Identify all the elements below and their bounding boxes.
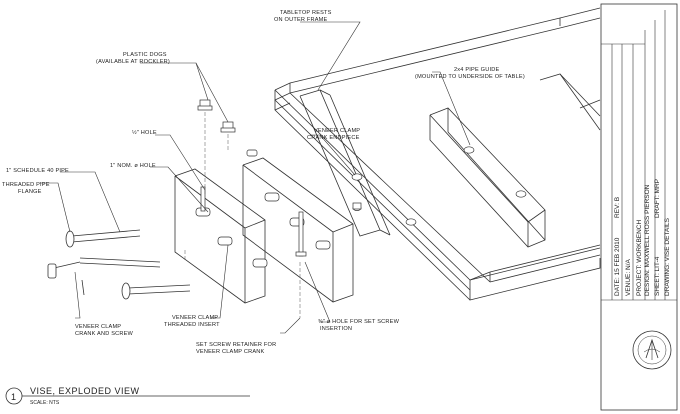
tb-design: DESIGN: MAXWELL ROSS PIERSON bbox=[644, 184, 651, 296]
view-scale: SCALE: NTS bbox=[30, 400, 60, 406]
label-veneer-crank-2: CRANK AND SCREW bbox=[75, 331, 134, 337]
label-veneer-crank-1: VENEER CLAMP bbox=[75, 324, 121, 330]
dog-rods bbox=[200, 186, 307, 257]
label-pipe-guide-2: (MOUNTED TO UNDERSIDE OF TABLE) bbox=[415, 74, 525, 80]
center-lines bbox=[184, 112, 301, 318]
label-half-hole: ½" HOLE bbox=[132, 129, 157, 136]
front-jaw-block bbox=[174, 168, 266, 304]
tb-date: DATE: 15 FEB 2010 bbox=[614, 237, 621, 296]
tb-sheet: SHEET: LIT-4 bbox=[654, 256, 661, 296]
view-number: 1 bbox=[11, 392, 16, 402]
annotation-labels: TABLETOP RESTS ON OUTER FRAME PLASTIC DO… bbox=[2, 10, 525, 355]
label-pipe-guide-1: 2x4 PIPE GUIDE bbox=[454, 67, 499, 73]
label-veneer-insert-1: VENEER CLAMP bbox=[172, 315, 218, 321]
label-tabletop-rests-1: TABLETOP RESTS bbox=[280, 10, 332, 16]
table-frame bbox=[274, 7, 601, 301]
tb-drawing: DRAWING: VISE DETAILS bbox=[664, 217, 671, 296]
pipe-openings bbox=[351, 146, 527, 226]
label-veneer-insert-2: THREADED INSERT bbox=[164, 322, 220, 328]
pipe-assemblies bbox=[47, 229, 191, 300]
view-title: 1 VISE, EXPLODED VIEW SCALE: NTS bbox=[5, 386, 250, 406]
label-nom-hole: 1" NOM. ø HOLE bbox=[110, 163, 156, 169]
tb-project: PROJECT: WORKBENCH bbox=[636, 219, 643, 296]
label-set-screw-retainer-1: SET SCREW RETAINER FOR bbox=[196, 342, 276, 348]
label-plastic-dogs-2: (AVAILABLE AT ROCKLER) bbox=[96, 59, 170, 65]
view-title-text: VISE, EXPLODED VIEW bbox=[30, 386, 140, 396]
tb-rev: REV: B bbox=[614, 197, 621, 218]
title-block: DRAWING: VISE DETAILS SHEET: LIT-4 DRAFT… bbox=[600, 3, 678, 411]
leader-lines bbox=[40, 21, 471, 334]
label-set-screw-hole-1: ⅜" ø HOLE FOR SET SCREW bbox=[318, 319, 400, 325]
label-veneer-endpiece-1: VENEER CLAMP bbox=[314, 128, 360, 134]
label-veneer-endpiece-2: CRANK ENDPIECE bbox=[307, 135, 360, 141]
label-set-screw-retainer-2: VENEER CLAMP CRANK bbox=[196, 349, 265, 355]
label-tabletop-rests-2: ON OUTER FRAME bbox=[274, 17, 328, 23]
label-schedule-pipe: 1" SCHEDULE 40 PIPE bbox=[6, 168, 69, 174]
rear-jaw-block bbox=[242, 157, 354, 303]
tb-venue: VENUE: N/A bbox=[625, 258, 632, 296]
tb-draft: DRAFT: MRP bbox=[654, 179, 661, 218]
label-set-screw-hole-2: INSERTION bbox=[320, 326, 352, 332]
label-plastic-dogs-1: PLASTIC DOGS bbox=[123, 52, 167, 58]
designer-seal bbox=[632, 330, 672, 370]
plastic-dogs bbox=[197, 99, 362, 210]
label-threaded-flange-1: THREADED PIPE bbox=[2, 182, 50, 188]
label-threaded-flange-2: FLANGE bbox=[18, 189, 42, 195]
